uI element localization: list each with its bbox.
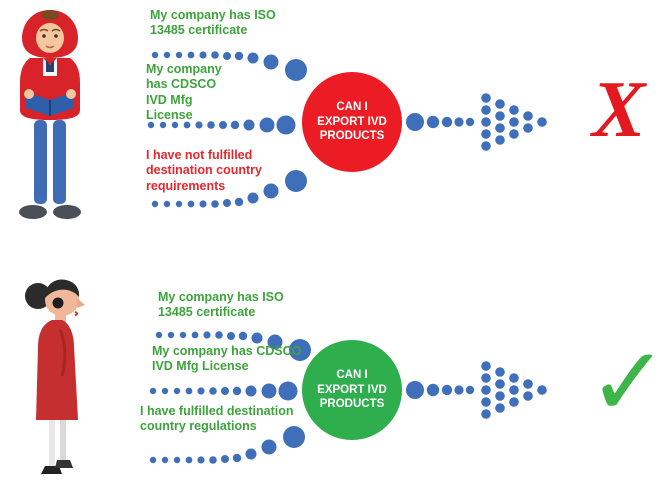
decision-circle-pass: CAN I EXPORT IVD PRODUCTS xyxy=(302,340,402,440)
dotted-arrow-icon xyxy=(406,361,547,419)
decision-question-text: CAN I EXPORT IVD PRODUCTS xyxy=(317,368,387,411)
condition-cdsco-license: My company has CDSCO IVD Mfg License xyxy=(146,62,222,122)
scenario-fail: My company has ISO 13485 certificate My … xyxy=(19,8,646,219)
condition-iso-13485: My company has ISO 13485 certificate xyxy=(150,8,276,38)
woman-standing-illustration xyxy=(25,279,85,474)
condition-destination-regulations: I have fulfilled destination country reg… xyxy=(140,404,294,434)
scenario-pass: My company has ISO 13485 certificate My … xyxy=(0,248,666,488)
condition-iso-13485: My company has ISO 13485 certificate xyxy=(158,290,284,320)
boy-reading-illustration xyxy=(19,10,81,219)
dotted-connector xyxy=(147,115,296,135)
cross-mark: X xyxy=(592,66,646,154)
dotted-connector xyxy=(149,381,298,401)
check-mark: ✓ xyxy=(588,326,666,438)
dotted-connector xyxy=(151,51,307,81)
condition-destination-requirements: I have not fulfilled destination country… xyxy=(146,148,262,193)
dotted-connector xyxy=(151,170,307,208)
decision-circle-fail: CAN I EXPORT IVD PRODUCTS xyxy=(302,72,402,172)
dotted-connector xyxy=(155,331,311,361)
decision-question-text: CAN I EXPORT IVD PRODUCTS xyxy=(317,100,387,143)
dotted-arrow-icon xyxy=(406,93,547,151)
condition-cdsco-license: My company has CDSCO IVD Mfg License xyxy=(152,344,302,374)
dotted-connector xyxy=(149,426,305,464)
